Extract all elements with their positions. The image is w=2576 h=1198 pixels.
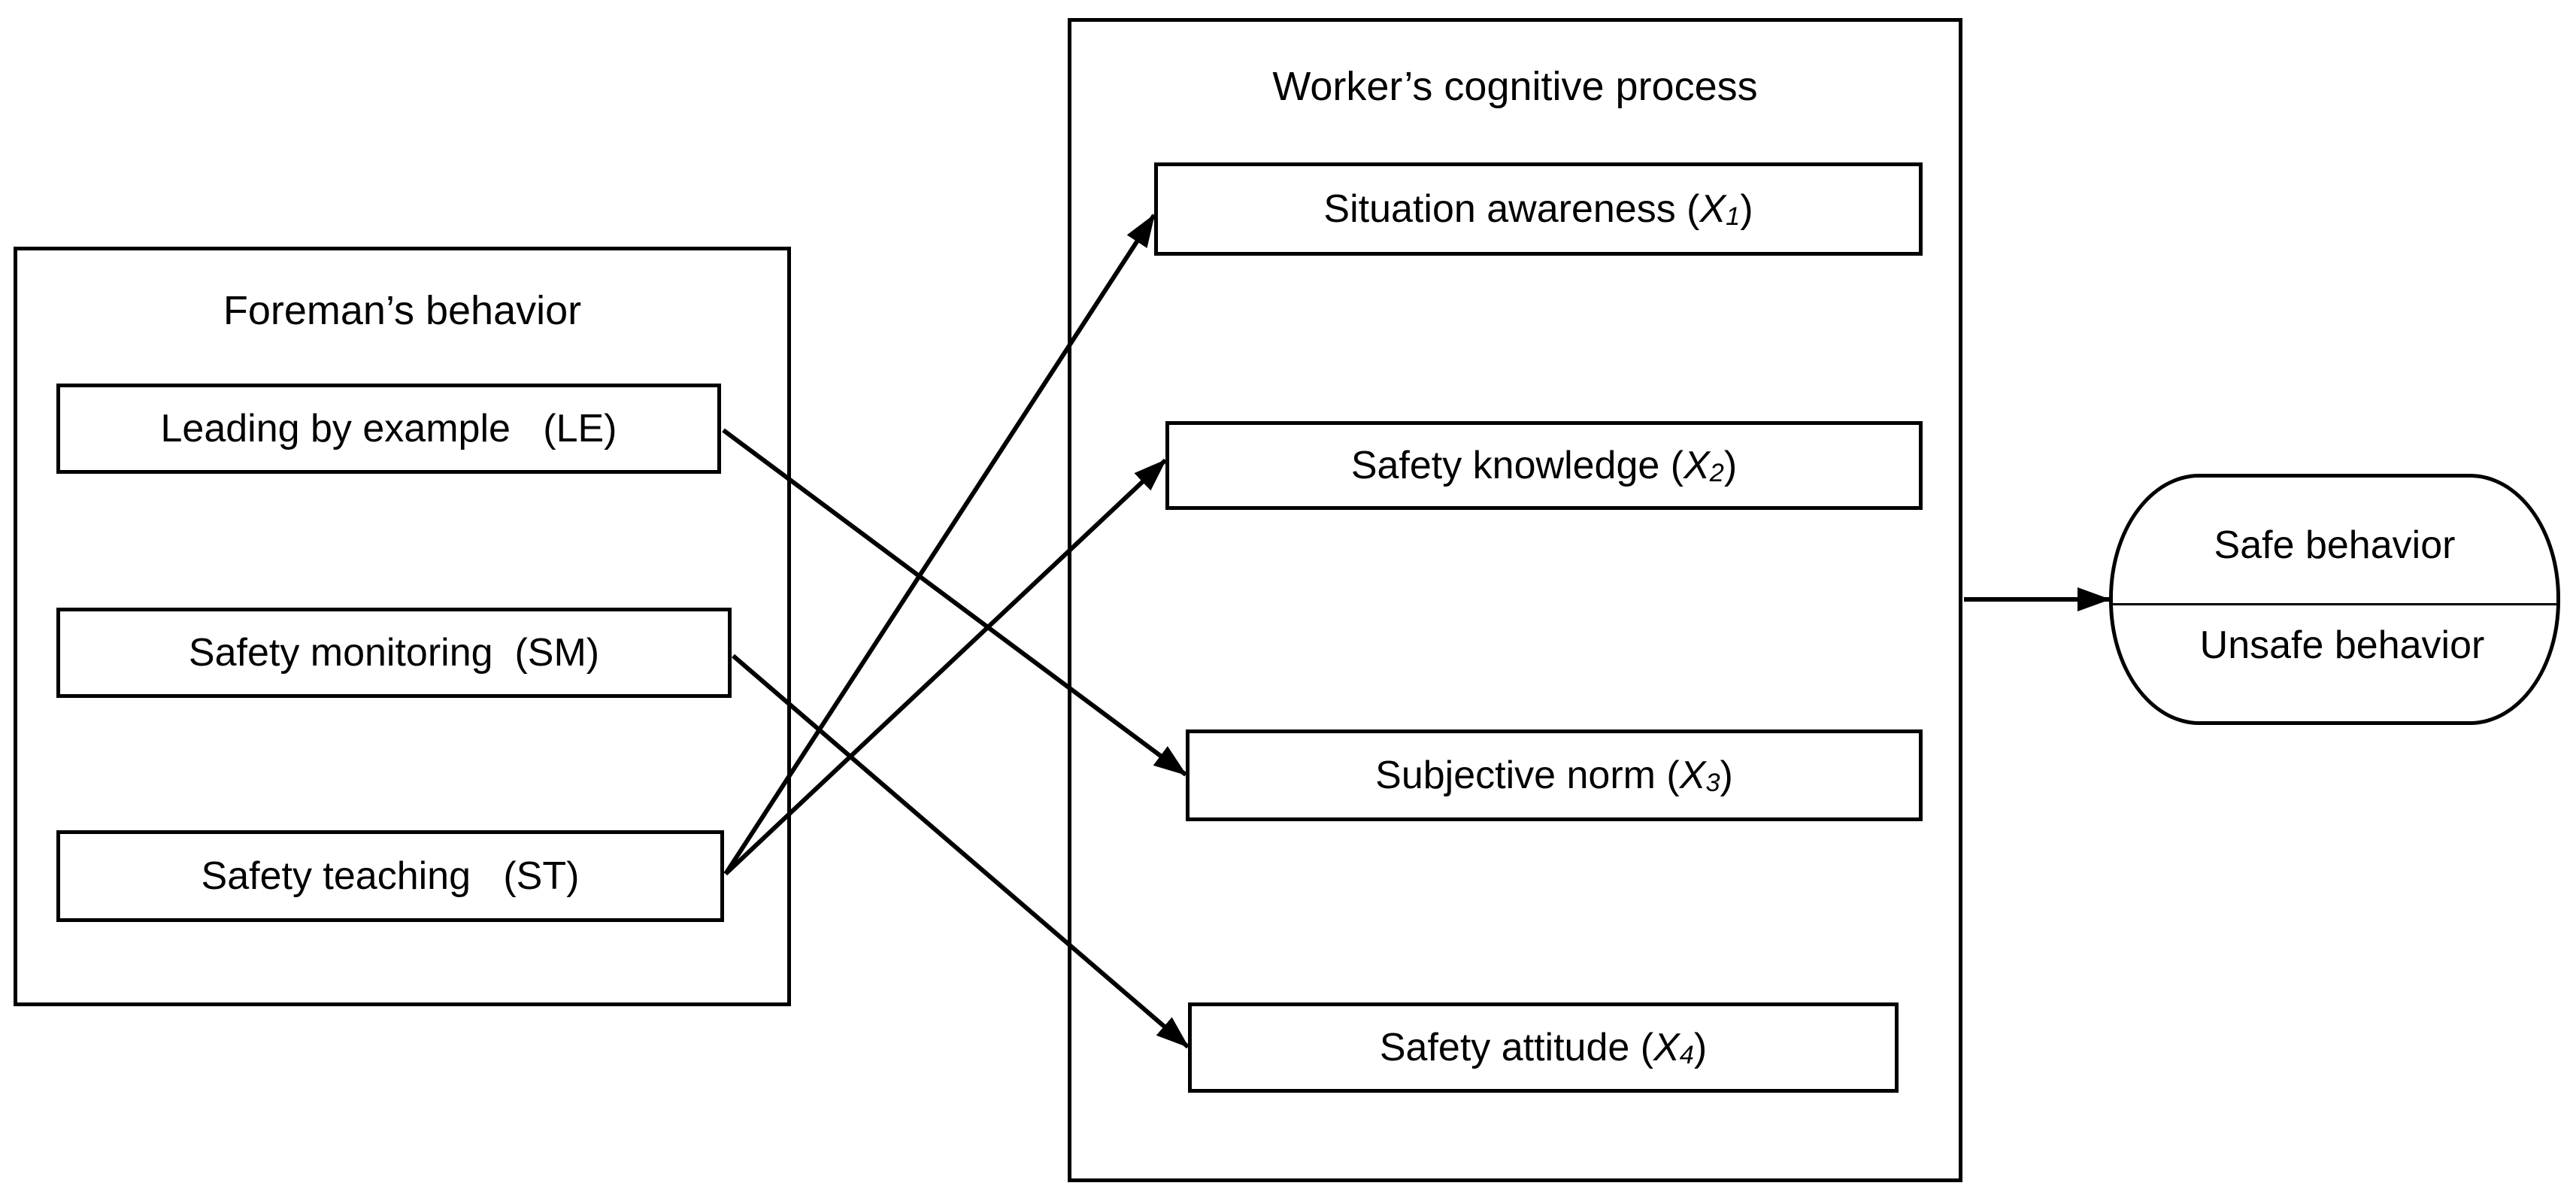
arrow-sm-to-safety-attitude [732,654,1190,1049]
arrow-st-to-safety-knowledge [723,458,1168,876]
situation-awareness-box: Situation awareness (X1) [1154,162,1923,256]
safety-knowledge-box: Safety knowledge (X2) [1165,421,1923,510]
foreman-behavior-title: Foreman’s behavior [223,288,582,333]
safety-attitude-label: Safety attitude (X4) [1379,1026,1708,1070]
outcome-divider [2113,603,2556,605]
worker-cognitive-process-title: Worker’s cognitive process [1272,64,1758,109]
safety-teaching-label: Safety teaching (ST) [201,854,580,898]
leading-by-example-box: Leading by example (LE) [56,384,721,474]
subjective-norm-box: Subjective norm (X3) [1186,729,1923,821]
unsafe-behavior-label: Unsafe behavior [2199,623,2485,667]
safety-monitoring-box: Safety monitoring (SM) [56,608,732,698]
safety-knowledge-label: Safety knowledge (X2) [1350,444,1738,488]
safety-monitoring-label: Safety monitoring (SM) [188,631,600,675]
worker-cognitive-process-group [1068,18,1962,1182]
foreman-behavior-group [14,247,791,1006]
leading-by-example-label: Leading by example (LE) [160,407,617,450]
safety-teaching-box: Safety teaching (ST) [56,830,724,922]
subjective-norm-label: Subjective norm (X3) [1375,754,1733,798]
situation-awareness-label: Situation awareness (X1) [1323,187,1753,232]
behavior-outcome-oval: Safe behavior Unsafe behavior [2109,474,2560,725]
arrow-le-to-subjective-norm [722,428,1187,777]
safety-attitude-box: Safety attitude (X4) [1188,1002,1899,1093]
arrow-st-to-situation-awareness [723,214,1156,875]
safe-behavior-label: Safe behavior [2214,523,2456,567]
